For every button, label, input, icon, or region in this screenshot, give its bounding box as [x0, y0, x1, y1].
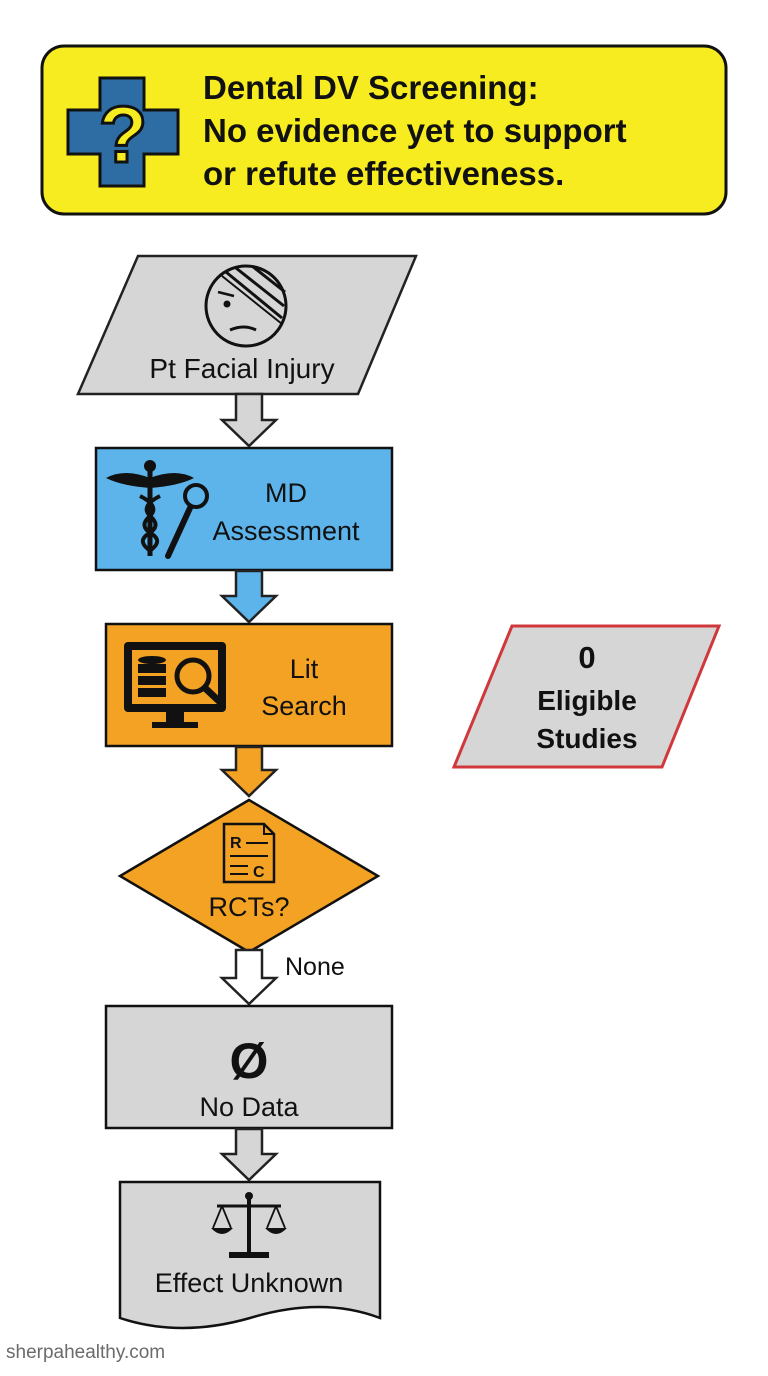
step-facial-injury: Pt Facial Injury	[76, 254, 418, 396]
md-assessment-line-2: Assessment	[212, 516, 360, 546]
svg-text:C: C	[253, 864, 265, 881]
caduceus-mirror-icon	[106, 460, 209, 559]
banner-line-2: No evidence yet to support	[203, 112, 627, 149]
rct-document-icon: R C	[222, 822, 276, 884]
banner-line-3: or refute effectiveness.	[203, 155, 564, 192]
arrow-assessment-to-search	[218, 569, 280, 624]
medical-cross-question-icon: ?	[66, 76, 180, 188]
step-lit-search: Lit Search	[104, 622, 394, 748]
step-md-assessment: MD Assessment	[94, 446, 394, 572]
effect-unknown-label: Effect Unknown	[155, 1268, 344, 1298]
bandaged-face-icon	[204, 264, 288, 348]
no-data-box	[104, 1004, 394, 1130]
facial-injury-label: Pt Facial Injury	[149, 353, 334, 384]
arrow-nodata-to-effect	[218, 1127, 280, 1182]
arrow-injury-to-assessment	[218, 392, 280, 448]
md-assessment-line-1: MD	[265, 478, 307, 508]
database-search-monitor-icon	[124, 642, 226, 728]
site-credit[interactable]: sherpahealthy.com	[6, 1342, 166, 1363]
rcts-label: RCTs?	[208, 892, 289, 922]
empty-set-icon: Ø	[230, 1033, 269, 1089]
banner-box	[40, 44, 728, 216]
step-no-data: Ø No Data	[104, 1004, 394, 1130]
step-effect-unknown: Effect Unknown	[118, 1180, 382, 1330]
side-note-shape	[451, 624, 722, 769]
lit-search-line-2: Search	[261, 691, 347, 721]
svg-text:R: R	[230, 835, 242, 852]
md-assessment-box	[94, 446, 394, 572]
arrow-rcts-to-nodata	[218, 948, 280, 1006]
banner-title: Dental DV Screening:	[203, 69, 539, 106]
edge-label-none: None	[285, 953, 345, 981]
arrow-search-to-rcts	[218, 745, 280, 798]
step-rcts-decision: R C RCTs?	[117, 798, 381, 954]
eligible-count: 0	[578, 640, 595, 675]
facial-injury-shape	[76, 254, 418, 396]
eligible-label-line-2: Studies	[536, 723, 637, 754]
svg-text:?: ?	[99, 90, 148, 179]
side-note-eligible-studies: 0 Eligible Studies	[451, 624, 722, 769]
banner: ? Dental DV Screening: No evidence yet t…	[40, 44, 728, 216]
lit-search-line-1: Lit	[290, 654, 319, 684]
eligible-label-line-1: Eligible	[537, 685, 637, 716]
no-data-label: No Data	[199, 1092, 299, 1122]
balance-scale-icon	[211, 1192, 287, 1258]
